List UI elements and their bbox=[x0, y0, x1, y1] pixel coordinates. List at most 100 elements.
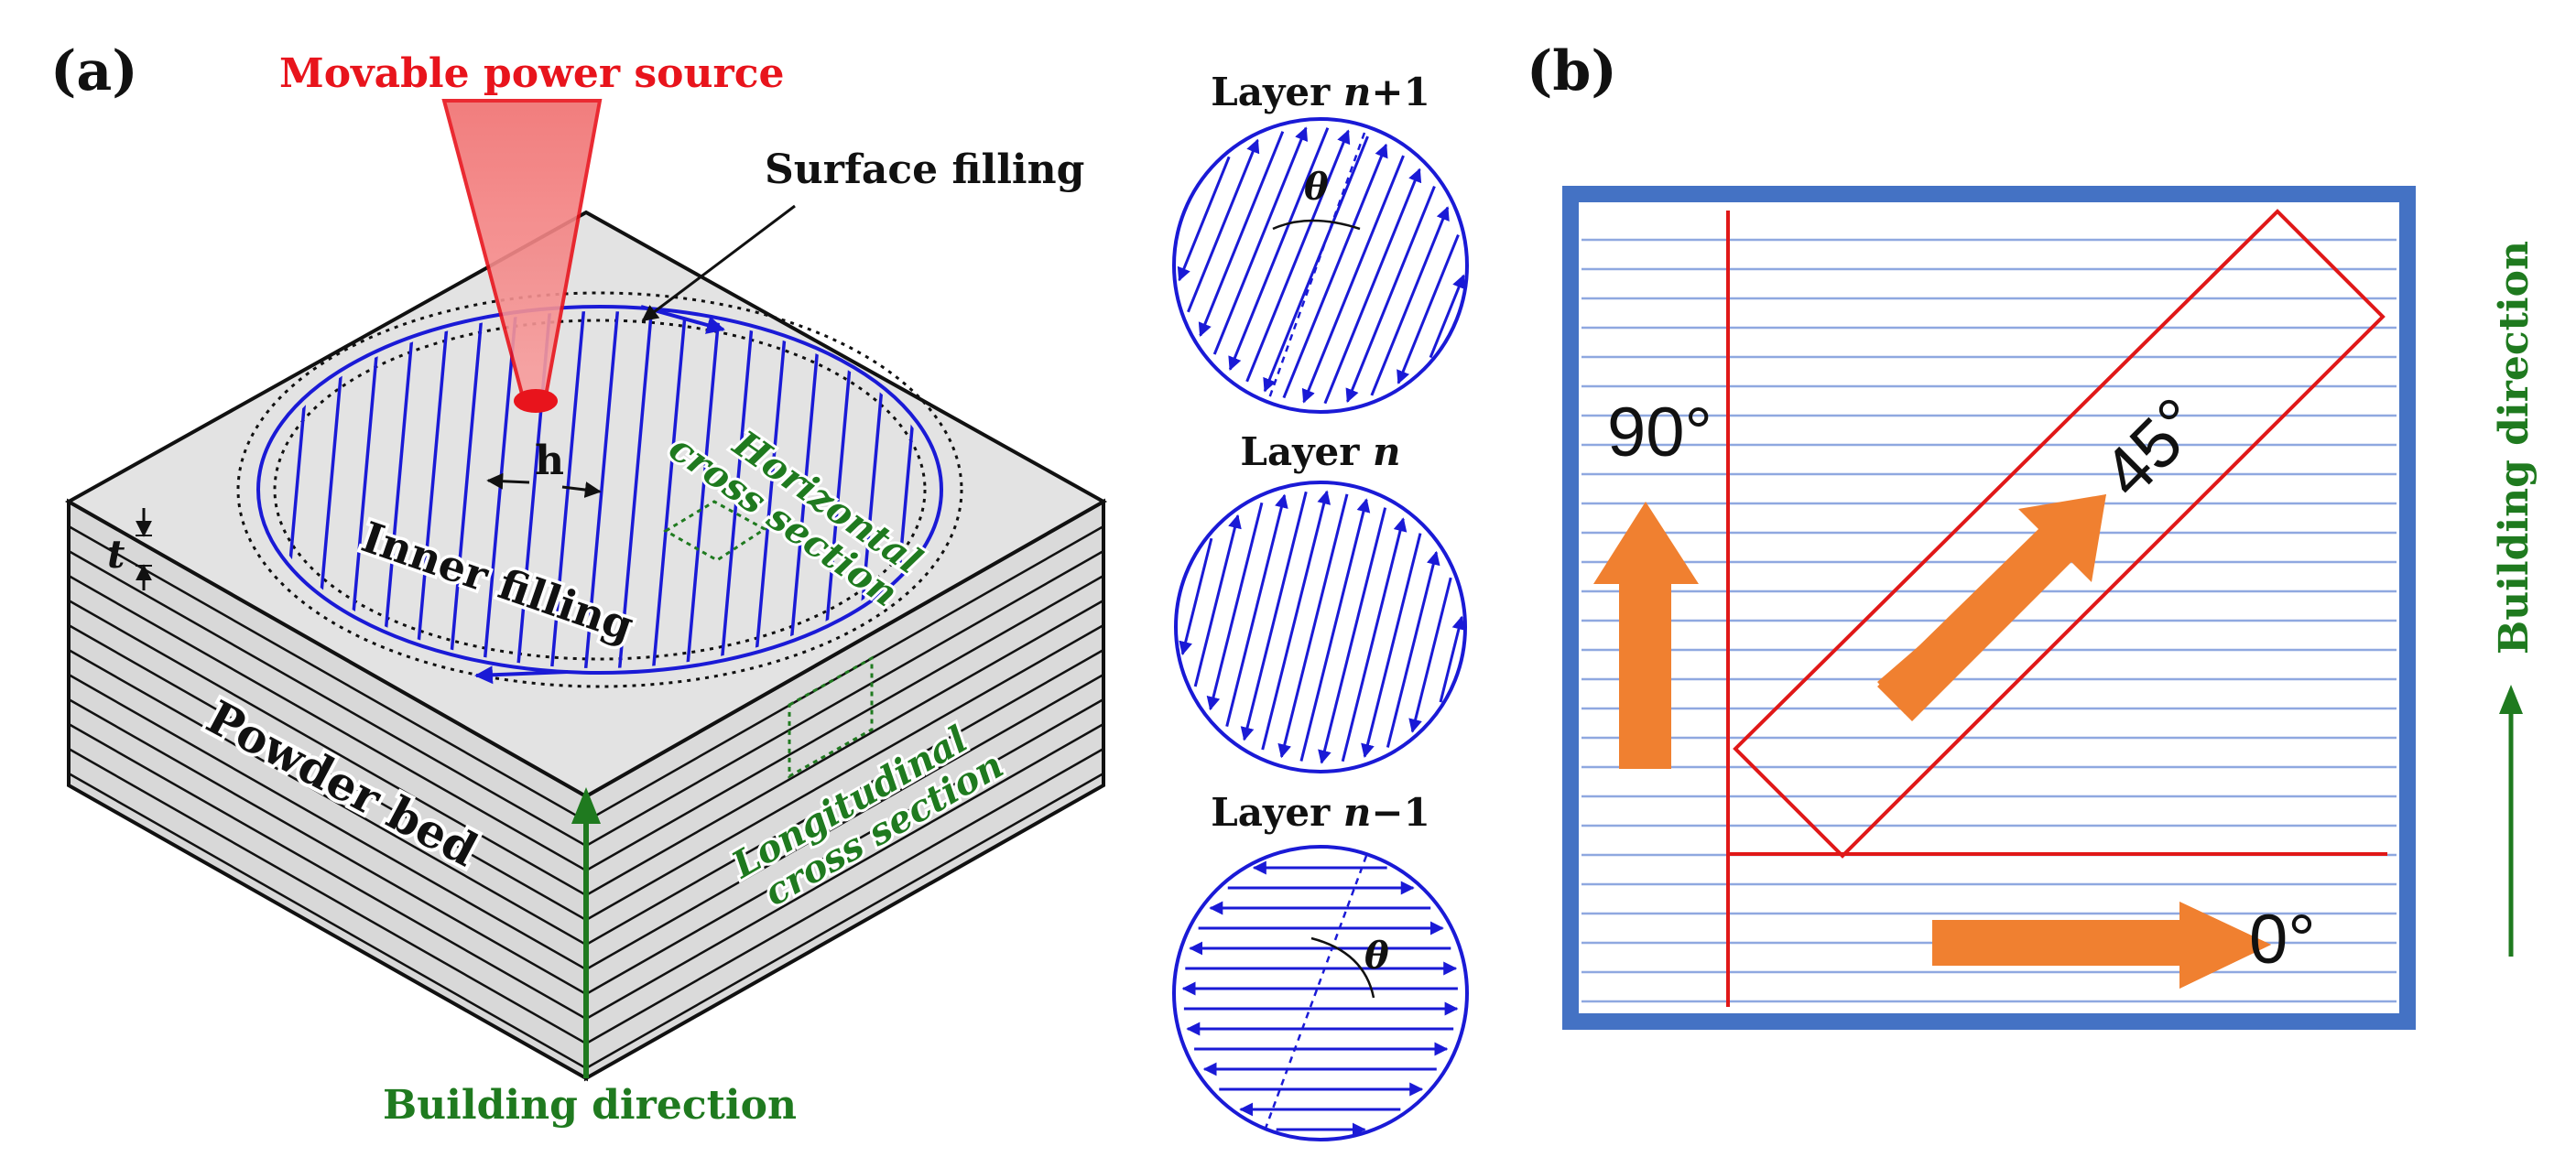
powder-layer-line bbox=[68, 772, 587, 1070]
circle-hatch-line bbox=[1429, 274, 1466, 359]
circle-hatch-line bbox=[1179, 537, 1213, 656]
circle-hatch-line bbox=[1263, 135, 1369, 393]
building-direction-label-a: Building direction bbox=[383, 1082, 797, 1129]
layer-n-plus-1-angle-arc bbox=[1272, 219, 1361, 231]
powder-layer-line bbox=[68, 574, 587, 872]
circle-hatch-line bbox=[1261, 490, 1331, 751]
horizontal-section-box bbox=[663, 500, 767, 562]
powder-layer-line bbox=[585, 772, 1104, 1070]
circle-hatch-line bbox=[1299, 498, 1371, 762]
powder-layer-line bbox=[68, 525, 587, 823]
hatch-line bbox=[649, 311, 690, 668]
powder-bed-block bbox=[64, 210, 1108, 1082]
orientation-arrow-0-fix bbox=[1932, 902, 2271, 989]
hatch-line bbox=[717, 311, 757, 668]
circle-hatch-line bbox=[1193, 514, 1242, 687]
surface-filling-pointer bbox=[641, 204, 796, 322]
layer-n-title: Layer n bbox=[1240, 429, 1400, 474]
powder-layer-line bbox=[68, 747, 587, 1045]
powder-layer-line bbox=[585, 722, 1104, 1021]
layer-n-minus-1-hatch bbox=[1181, 860, 1459, 1137]
powder-layer-line bbox=[585, 574, 1104, 872]
layer-thickness-label: t bbox=[107, 532, 125, 577]
layer-n-plus-1-hatch bbox=[1177, 126, 1466, 405]
longitudinal-section-box bbox=[788, 655, 874, 779]
hatch-line bbox=[751, 311, 791, 668]
powder-layer-line bbox=[585, 747, 1104, 1045]
layer-n-plus-1: Layer n+1 θ bbox=[1172, 70, 1469, 414]
power-source-label: Movable power source bbox=[279, 50, 784, 97]
circle-hatch-line bbox=[1318, 507, 1387, 764]
circle-hatch-line bbox=[1439, 615, 1465, 703]
powder-layer-line bbox=[585, 623, 1104, 922]
building-direction-arrow-b bbox=[2499, 685, 2523, 957]
layer-n-minus-1-reference bbox=[1262, 855, 1368, 1134]
surface-boundary-outer bbox=[236, 291, 963, 688]
circle-hatch-line bbox=[1301, 155, 1405, 404]
surface-filling-label: Surface filling bbox=[765, 146, 1084, 193]
circle-hatch-line bbox=[1245, 129, 1351, 383]
layer-n-plus-1-title: Layer n+1 bbox=[1211, 70, 1430, 114]
circle-hatch-line bbox=[1361, 533, 1422, 758]
circle-hatch-line bbox=[1345, 185, 1436, 404]
melt-pool bbox=[514, 389, 558, 413]
circle-hatch-line bbox=[1212, 126, 1309, 355]
hatch-line bbox=[412, 311, 452, 668]
powder-layer-line bbox=[68, 698, 587, 996]
layer-n-minus-1: Layer n−1 θ bbox=[1172, 790, 1469, 1141]
circle-hatch-line bbox=[1323, 168, 1422, 405]
orientation-arrow-90-fix bbox=[1619, 582, 1671, 769]
circle-hatch-line bbox=[1397, 234, 1460, 384]
circle-hatch-line bbox=[1341, 517, 1408, 762]
hatch-spacing-marker bbox=[486, 472, 602, 498]
powder-layer-line bbox=[68, 673, 587, 971]
building-direction-label-b: Building direction bbox=[2491, 241, 2538, 654]
orientation-label-90: 90° bbox=[1607, 394, 1712, 471]
circle-hatch-line bbox=[1225, 493, 1288, 727]
powder-layer-line bbox=[585, 648, 1104, 946]
layer-n-minus-1-angle-arc bbox=[1310, 936, 1375, 999]
panel-a-label: (a) bbox=[50, 39, 138, 103]
orientation-arrow-45-fix bbox=[1877, 494, 2106, 721]
layer-n-minus-1-contour bbox=[1172, 845, 1469, 1141]
diagonal-specimen-outline bbox=[1733, 209, 2386, 859]
power-source-beam bbox=[441, 99, 603, 413]
hatch-spacing-label: h bbox=[535, 438, 564, 484]
powder-layer-line bbox=[585, 525, 1104, 823]
powder-layer-line bbox=[585, 698, 1104, 996]
hatch-line bbox=[582, 311, 622, 668]
building-direction-arrow-a bbox=[571, 787, 601, 1078]
circle-hatch-line bbox=[1187, 138, 1260, 313]
circle-hatch-line bbox=[1206, 502, 1264, 711]
circle-hatch-line bbox=[1277, 493, 1349, 759]
powder-layer-line bbox=[68, 549, 587, 848]
layer-n: Layer n bbox=[1174, 429, 1467, 773]
contour-scan-path bbox=[256, 305, 943, 675]
circle-hatch-line bbox=[1408, 577, 1452, 733]
layer-n-contour bbox=[1174, 481, 1467, 773]
layer-n-plus-1-angle-label: θ bbox=[1304, 166, 1329, 209]
powder-layer-lines bbox=[68, 525, 1104, 1070]
powder-layer-line bbox=[585, 549, 1104, 848]
powder-layer-line bbox=[585, 673, 1104, 971]
hatch-line bbox=[548, 311, 588, 668]
circle-hatch-line bbox=[1240, 491, 1308, 741]
layer-n-minus-1-title: Layer n−1 bbox=[1211, 790, 1430, 835]
panel-b-label: (b) bbox=[1527, 39, 1617, 103]
layer-n-minus-1-angle-label: θ bbox=[1364, 935, 1389, 978]
circle-hatch-line bbox=[1386, 550, 1440, 748]
hatch-line bbox=[446, 311, 486, 668]
hatch-line bbox=[615, 311, 656, 668]
contour-arrow-bottom bbox=[474, 665, 569, 685]
layer-thickness-marker bbox=[136, 508, 152, 590]
surface-boundary-inner bbox=[273, 319, 927, 661]
layer-n-hatch bbox=[1179, 490, 1465, 764]
circle-hatch-line bbox=[1282, 143, 1388, 399]
powder-layer-line bbox=[68, 623, 587, 922]
circle-hatch-line bbox=[1177, 156, 1231, 282]
circle-hatch-line bbox=[1370, 206, 1450, 396]
hatch-line bbox=[683, 311, 723, 668]
powder-layer-line bbox=[68, 648, 587, 946]
powder-layer-line bbox=[68, 722, 587, 1021]
